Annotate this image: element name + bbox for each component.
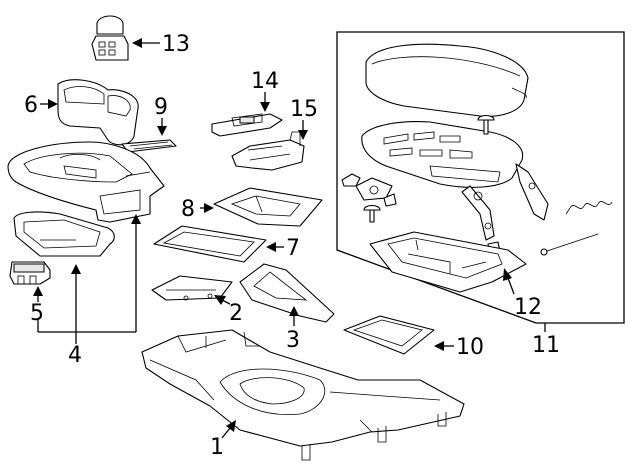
callout-15: 15 [290,97,318,122]
part-12-storage-bin [369,231,527,293]
callout-6: 6 [24,93,38,118]
callout-10: 10 [456,335,484,360]
part-14-panel [211,113,283,137]
callout-9: 9 [154,95,168,120]
part-9-trim-plate [121,139,177,153]
callout-11: 11 [532,333,560,358]
callout-2: 2 [229,301,243,326]
part-1-console-base [141,329,465,461]
leader-lines [33,38,546,439]
part-4-console-bezel [7,141,165,223]
part-4-tray [13,211,115,257]
callout-8: 8 [181,197,195,222]
callout-12: 12 [514,295,542,320]
part-10-mat [343,315,435,355]
part-15-bracket [231,131,305,171]
group-11-box [336,31,625,324]
part-3-side-panel [239,263,335,323]
part-6-cupholder-insert [57,79,139,146]
part-7-mat [153,225,267,263]
callout-4: 4 [68,343,82,368]
latch-and-screws [341,114,495,223]
spring-and-pin [540,201,613,256]
callout-labels: 13 6 9 14 15 8 7 2 3 10 1 12 11 5 4 [24,32,560,460]
callout-5: 5 [30,301,44,326]
armrest-lid [365,43,529,117]
lid-frame [361,121,524,188]
callout-7: 7 [286,236,300,261]
callout-14: 14 [251,69,279,94]
part-8-tray-sheet [213,187,323,227]
callout-13: 13 [162,32,190,57]
part-5-switch [9,261,51,285]
callout-1: 1 [210,435,224,460]
callout-3: 3 [286,328,300,353]
part-13-switch [91,15,129,61]
part-2-pad [151,275,233,301]
